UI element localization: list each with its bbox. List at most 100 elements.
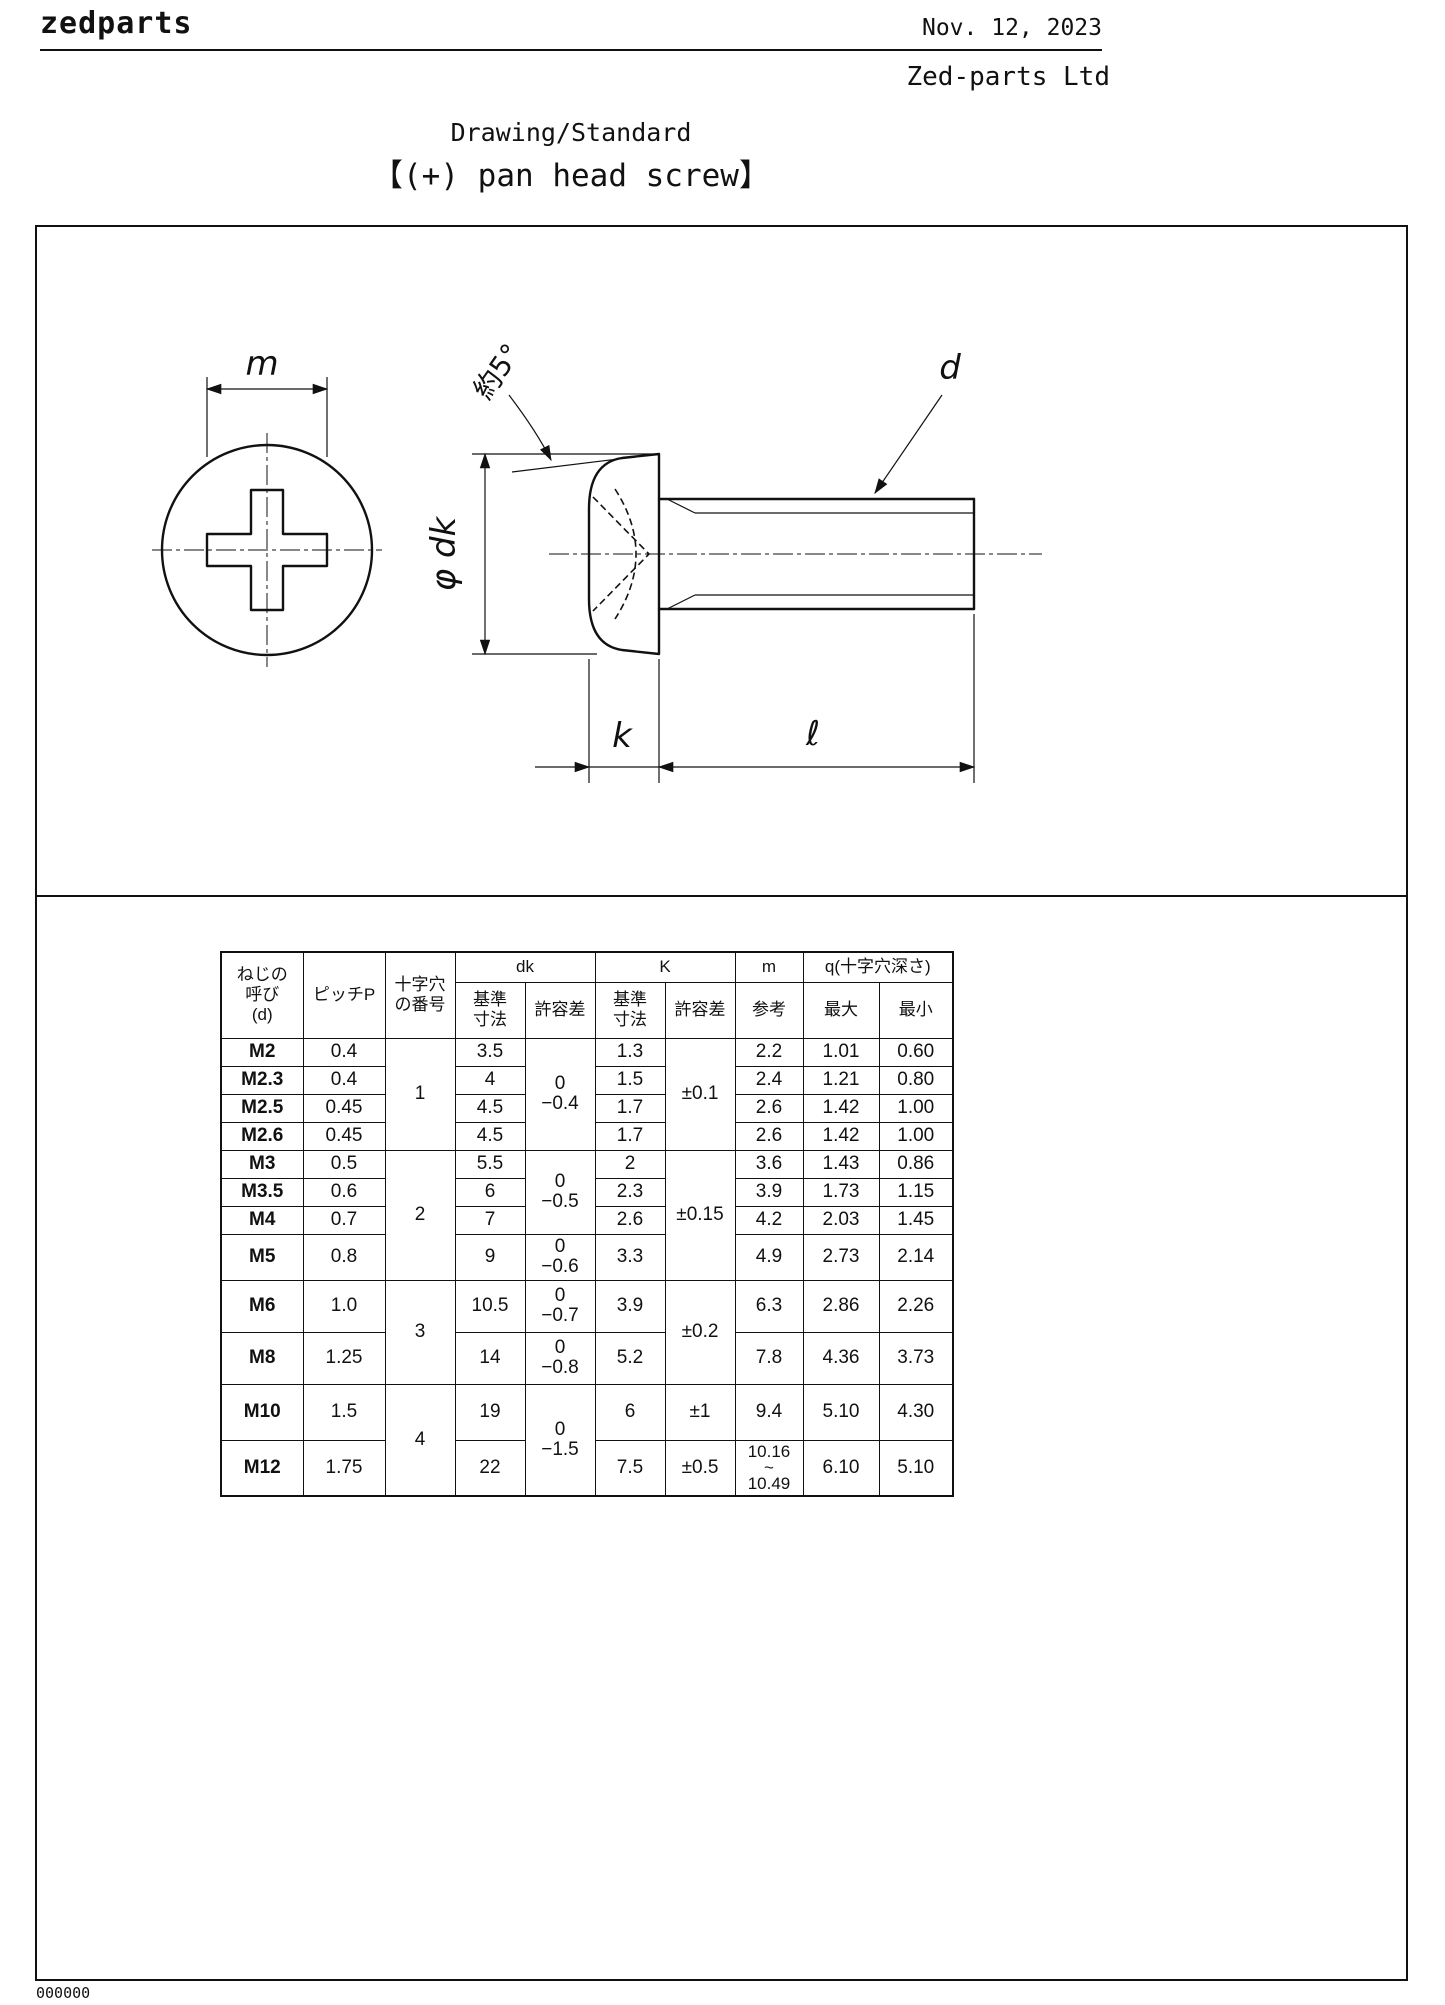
spec-cell: M12 [220, 1439, 304, 1497]
shaft [657, 497, 976, 611]
spec-cell: M2 [220, 1037, 304, 1067]
spec-cell: 2.6 [734, 1093, 804, 1123]
spec-row: M10 1.5 4 19 0 −1.5 6 ±1 9.4 5.10 4.30 [220, 1383, 954, 1497]
spec-cell: M2.6 [220, 1121, 304, 1151]
spec-row: M2 0.4 1 3.5 0 −0.4 1.3 ±0.1 2.2 1.01 0.… [220, 1037, 954, 1151]
spec-cell: 1.15 [878, 1177, 954, 1207]
spec-cell: 1.00 [878, 1121, 954, 1151]
spec-cell: 2.73 [802, 1233, 880, 1281]
col-header-q-max: 最大 [802, 981, 880, 1039]
spec-cell: ±0.5 [664, 1439, 736, 1497]
screw-side-view: φ dk 約5° d k ℓ [424, 338, 1042, 783]
spec-cell: 1 [384, 1037, 456, 1151]
spec-cell: 10.16 ~ 10.49 [734, 1439, 804, 1497]
spec-cell: 2 [594, 1149, 666, 1179]
spec-cell: 5.10 [802, 1383, 880, 1441]
spec-cell: 6 [594, 1383, 666, 1441]
spec-cell: 2.3 [594, 1177, 666, 1207]
dk-label: φ dk [424, 515, 464, 591]
col-header-q-min: 最小 [878, 981, 954, 1039]
spec-cell: 3 [384, 1279, 456, 1385]
spec-cell: 5.10 [878, 1439, 954, 1497]
spec-cell: 2.2 [734, 1037, 804, 1067]
footer-code: 000000 [36, 1984, 91, 2002]
spec-cell: M8 [220, 1331, 304, 1385]
spec-row: M12 1.75 22 7.5 ±0.5 10.16 ~ 10.49 6.10 … [220, 1439, 954, 1497]
spec-cell: 1.5 [594, 1065, 666, 1095]
spec-cell: 0.6 [302, 1177, 386, 1207]
spec-cell: 4 [454, 1065, 526, 1095]
spec-cell: ±0.2 [664, 1279, 736, 1385]
spec-cell: 0.80 [878, 1065, 954, 1095]
spec-cell: 9 [454, 1233, 526, 1281]
spec-cell: 0 −0.4 [524, 1037, 596, 1151]
spec-cell: 1.0 [302, 1279, 386, 1333]
col-header-k-tol: 許容差 [664, 981, 736, 1039]
spec-table: ねじの 呼び (d) ピッチP 十字穴 の番号 dk K m q(十字穴深さ) … [220, 951, 954, 1497]
spec-cell: 1.3 [594, 1037, 666, 1067]
col-header-q: q(十字穴深さ) [802, 951, 954, 983]
spec-row: M5 0.8 9 0 −0.6 3.3 4.9 2.73 2.14 [220, 1233, 954, 1281]
spec-cell: 4 [384, 1383, 456, 1497]
head-profile [587, 452, 661, 656]
spec-cell: 22 [454, 1439, 526, 1497]
spec-cell: 7.8 [734, 1331, 804, 1385]
spec-cell: 1.25 [302, 1331, 386, 1385]
spec-cell: 0.45 [302, 1093, 386, 1123]
col-header-dk-tol: 許容差 [524, 981, 596, 1039]
spec-row: M3 0.5 2 5.5 0 −0.5 2 ±0.15 3.6 1.43 0.8… [220, 1149, 954, 1281]
spec-cell: 1.45 [878, 1205, 954, 1235]
spec-cell: 1.5 [302, 1383, 386, 1441]
spec-cell: 19 [454, 1383, 526, 1441]
spec-cell: M5 [220, 1233, 304, 1281]
drawing-panel: m [35, 225, 1408, 897]
spec-cell: 1.75 [302, 1439, 386, 1497]
spec-cell: 3.6 [734, 1149, 804, 1179]
date-text: Nov. 12, 2023 [921, 15, 1102, 41]
col-header-dk: dk [454, 951, 596, 983]
phillips-recess [205, 488, 329, 612]
col-header-dk-basic: 基準 寸法 [454, 981, 526, 1039]
spec-cell: ±0.1 [664, 1037, 736, 1151]
col-header-recess: 十字穴 の番号 [384, 951, 456, 1039]
spec-cell: 0.5 [302, 1149, 386, 1179]
spec-cell: 2.4 [734, 1065, 804, 1095]
spec-cell: 0 −0.8 [524, 1331, 596, 1385]
spec-cell: 9.4 [734, 1383, 804, 1441]
spec-cell: 6.3 [734, 1279, 804, 1333]
k-label: k [612, 716, 633, 756]
spec-cell: 3.3 [594, 1233, 666, 1281]
spec-cell: 1.7 [594, 1093, 666, 1123]
spec-cell: M3 [220, 1149, 304, 1179]
d-label: d [939, 348, 961, 388]
spec-row: M2.3 0.4 4 1.5 2.4 1.21 0.80 [220, 1065, 954, 1095]
spec-cell: 0 −0.6 [524, 1233, 596, 1281]
spec-cell: 2.6 [734, 1121, 804, 1151]
spec-cell: 2.86 [802, 1279, 880, 1333]
spec-cell: ±1 [664, 1383, 736, 1441]
col-header-screw: ねじの 呼び (d) [220, 951, 304, 1039]
spec-cell: 1.73 [802, 1177, 880, 1207]
spec-cell: 4.36 [802, 1331, 880, 1385]
spec-row: M8 1.25 14 0 −0.8 5.2 7.8 4.36 3.73 [220, 1331, 954, 1385]
spec-cell: 7 [454, 1205, 526, 1235]
screw-drawing: m [152, 338, 1042, 783]
recess-hidden-wing [614, 488, 637, 620]
spec-cell: M2.5 [220, 1093, 304, 1123]
spec-cell: 0.4 [302, 1065, 386, 1095]
dim-m: m [205, 344, 329, 457]
page-title: 【(+) pan head screw】 [372, 158, 770, 194]
screw-front-view: m [152, 344, 382, 667]
spec-cell: 7.5 [594, 1439, 666, 1497]
spec-cell: 6.10 [802, 1439, 880, 1497]
spec-cell: 0.4 [302, 1037, 386, 1067]
page-header: zedparts Nov. 12, 2023 [40, 6, 1102, 51]
spec-cell: 0.7 [302, 1205, 386, 1235]
spec-cell: 4.5 [454, 1121, 526, 1151]
spec-cell: 4.2 [734, 1205, 804, 1235]
spec-cell: 1.21 [802, 1065, 880, 1095]
spec-cell: 1.43 [802, 1149, 880, 1179]
spec-cell: 0.60 [878, 1037, 954, 1067]
spec-cell: 4.5 [454, 1093, 526, 1123]
spec-cell: 3.5 [454, 1037, 526, 1067]
